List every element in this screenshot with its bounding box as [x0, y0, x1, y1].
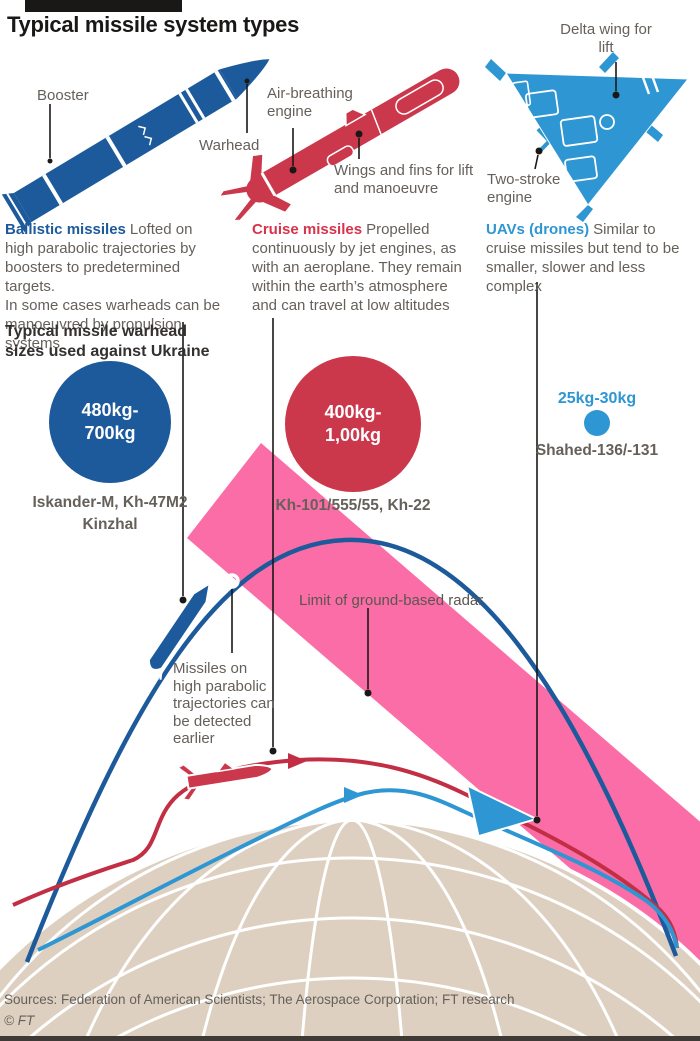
sources-line: Sources: Federation of American Scientis… — [4, 992, 515, 1007]
ballistic-label: Ballistic missiles — [5, 221, 126, 238]
ballistic-warhead-circle: 480kg- 700kg — [49, 361, 171, 483]
cruise-missile-illustration — [218, 68, 460, 222]
cruise-arrowhead — [288, 753, 307, 769]
callout-delta-wing: Delta wing for lift — [560, 21, 652, 56]
cruise-warhead-circle: 400kg- 1,00kg — [285, 356, 421, 492]
uav-arrowhead — [344, 787, 363, 803]
uav-trajectory — [37, 788, 679, 952]
warhead-sizes-heading: Typical missile warhead sizes used again… — [5, 323, 210, 360]
callout-wings-fins: Wings and fins for lift and manoeuvre — [334, 162, 474, 197]
radar-limit-label: Limit of ground-based radar — [299, 592, 484, 609]
cruise-trajectory — [12, 757, 679, 949]
cruise-warhead-range-2: 1,00kg — [324, 425, 382, 445]
page-title: Typical missile system types — [7, 12, 300, 37]
early-detection-note: Missiles on high parabolic trajectories … — [173, 660, 275, 747]
ballistic-models: Iskander-M, Kh-47M2 Kinzhal — [32, 494, 188, 533]
ballistic-trajectory — [24, 537, 679, 963]
callout-air-breathing-engine: Air-breathing engine — [267, 85, 353, 120]
detection-point-marker — [224, 573, 240, 589]
ballistic-glyph — [138, 581, 212, 680]
uav-glyph — [457, 776, 538, 838]
bottom-crop-bar — [0, 1036, 700, 1041]
uav-warhead-circle — [584, 410, 610, 436]
ballistic-missile-illustration — [1, 59, 270, 233]
uav-label: UAVs (drones) — [486, 221, 590, 238]
radar-coverage-band — [187, 443, 700, 981]
earth-globe — [0, 818, 700, 1041]
uav-desc-text: Similar to cruise missiles but tend to b… — [486, 221, 680, 295]
callout-booster: Booster — [37, 87, 89, 104]
uav-warhead-range: 25kg-30kg — [557, 390, 637, 407]
leader-lines — [49, 62, 617, 816]
callout-two-stroke-engine: Two-stroke engine — [487, 171, 561, 206]
cruise-models: Kh-101/555/55, Kh-22 — [275, 497, 431, 514]
uav-description: UAVs (drones)Similar to cruise missiles … — [486, 220, 691, 296]
top-kicker-bar — [25, 0, 182, 12]
globe-gridlines — [0, 820, 700, 1041]
ballistic-desc-text: Lofted on high parabolic trajectories by… — [5, 221, 196, 295]
cruise-label: Cruise missiles — [252, 221, 363, 238]
leader-dots — [47, 78, 620, 824]
cruise-warhead-range-1: 400kg- — [324, 402, 382, 422]
cruise-glyph — [176, 761, 274, 802]
uav-models: Shahed-136/-131 — [535, 442, 659, 459]
ballistic-desc-text-2: In some cases warheads can be manoeuvred… — [5, 297, 221, 352]
ballistic-warhead-range-1: 480kg- — [81, 400, 139, 420]
cruise-desc-text: Propelled continuously by jet engines, a… — [252, 221, 462, 314]
callout-warhead: Warhead — [199, 137, 260, 154]
ft-copyright: © FT — [4, 1013, 35, 1028]
ballistic-warhead-range-2: 700kg — [84, 423, 136, 443]
